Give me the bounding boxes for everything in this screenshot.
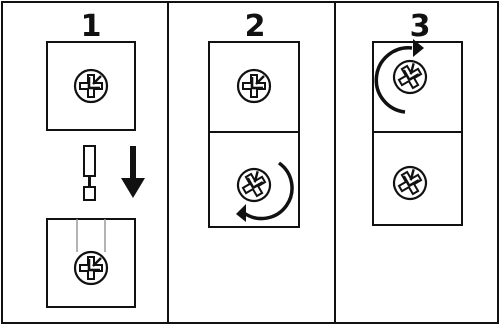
step-number-2: 2 bbox=[245, 9, 266, 44]
rotation-arrow-cw-icon bbox=[374, 39, 424, 114]
down-arrow-icon bbox=[121, 146, 145, 198]
step-2-panel bbox=[208, 41, 300, 228]
screw-head-icon bbox=[73, 250, 109, 286]
screw-head-icon bbox=[73, 68, 109, 104]
step-3-panel bbox=[372, 39, 463, 226]
step-1-panel bbox=[46, 41, 145, 308]
step-number-3: 3 bbox=[410, 9, 431, 44]
screw-head-icon bbox=[236, 68, 272, 104]
rotation-arrow-ccw-icon bbox=[236, 161, 294, 222]
locking-pin-icon bbox=[83, 145, 96, 201]
step-number-1: 1 bbox=[81, 9, 102, 44]
